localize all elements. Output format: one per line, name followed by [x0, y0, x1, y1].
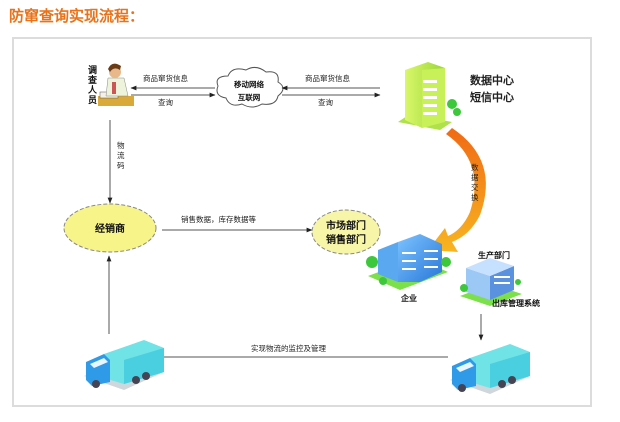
edge-label-char: 流 [117, 150, 125, 160]
dealer-label: 经销商 [95, 222, 125, 235]
market-ellipse [311, 209, 381, 255]
cloud-node: 移动网络 互联网 [216, 66, 284, 108]
edge-label-char: 物 [117, 140, 125, 150]
edge-label: 销售数据，库存数据等 [181, 214, 256, 224]
page-title: 防窜查询实现流程： [9, 7, 145, 25]
edge-label: 查询 [318, 97, 333, 107]
truck-icon-left [84, 340, 164, 390]
curved-arrow-icon [428, 128, 486, 252]
blue-building-icon [366, 234, 451, 290]
dealer-node: 经销商 [63, 203, 157, 253]
cloud-label: 移动网络 [234, 79, 264, 89]
edge-label-char: 码 [117, 161, 125, 170]
market-node: 市场部门 销售部门 [311, 209, 381, 255]
cloud-label: 互联网 [238, 92, 261, 102]
edge-label-char: 换 [471, 192, 479, 202]
investigator-label-char: 查 [87, 74, 98, 86]
investigator-label-char: 人 [87, 84, 98, 96]
datacenter-node: 数据中心 短信中心 [398, 62, 514, 130]
edge-label: 商品窜货信息 [143, 73, 188, 83]
data-exchange-arrow: 数 据 交 换 [428, 128, 486, 252]
enterprise-node: 企业 [366, 234, 451, 303]
warehouse-building-icon [460, 258, 522, 306]
green-building-icon [398, 62, 461, 130]
dealer-ellipse [63, 203, 157, 253]
edge-label-char: 据 [471, 173, 479, 182]
edge-label: 查询 [158, 97, 173, 107]
edge-label-char: 数 [471, 162, 479, 172]
market-label: 销售部门 [326, 233, 366, 246]
enterprise-label: 企业 [400, 293, 417, 303]
edge-label: 商品窜货信息 [305, 73, 350, 83]
truck-icon-right [450, 344, 530, 394]
production-label: 生产部门 [478, 250, 510, 260]
cloud-icon [216, 66, 284, 108]
edge-label: 实现物流的监控及管理 [251, 343, 326, 353]
edge-label-char: 交 [471, 182, 479, 192]
market-label: 市场部门 [326, 219, 366, 232]
person-at-desk-icon [98, 63, 134, 106]
datacenter-label: 短信中心 [470, 90, 514, 104]
investigator-label-char: 员 [88, 95, 97, 106]
investigator-label-char: 调 [88, 64, 97, 76]
warehouse-label: 出库管理系统 [492, 298, 540, 308]
datacenter-label: 数据中心 [470, 73, 514, 87]
investigator-node: 调 查 人 员 [87, 63, 134, 106]
warehouse-node: 出库管理系统 [460, 258, 540, 308]
